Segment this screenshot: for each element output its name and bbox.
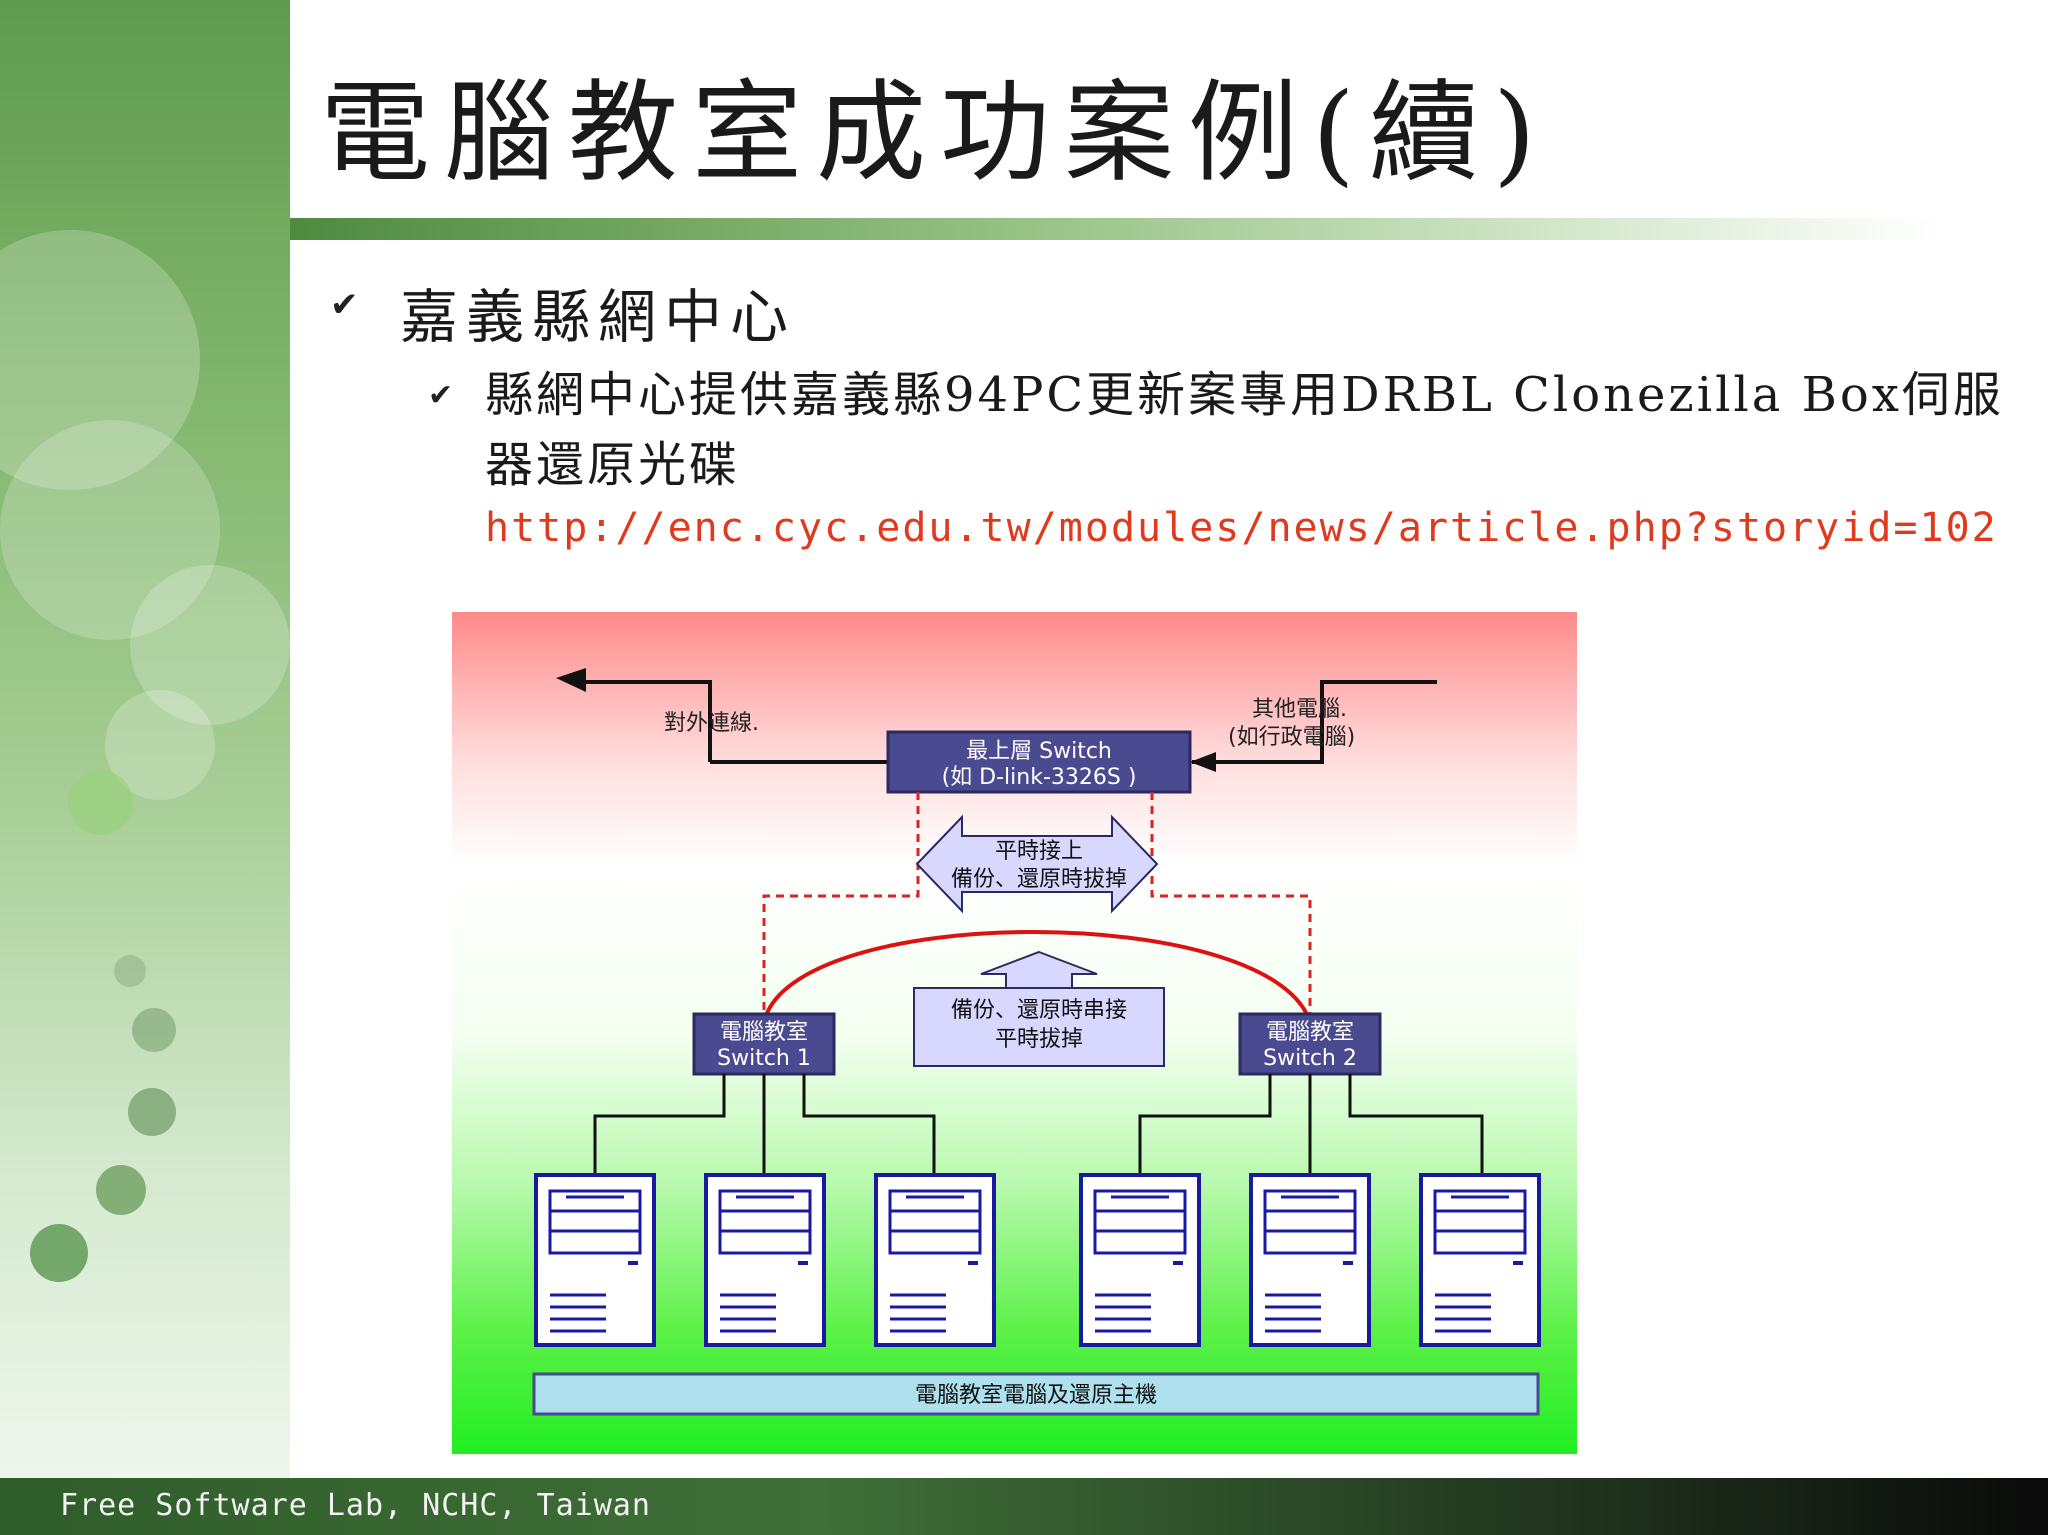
bottom-bar-label: 電腦教室電腦及還原主機 (915, 1383, 1157, 1408)
outside-link-line (582, 680, 712, 762)
switch1-label: Switch 1 (717, 1046, 811, 1071)
pc-icon (704, 1173, 826, 1347)
pc-icon (1419, 1173, 1541, 1347)
decor-bubble (132, 1008, 176, 1052)
pc-icon (1249, 1173, 1371, 1347)
decor-bubble (68, 770, 133, 835)
wire (593, 1074, 726, 1174)
series-link-arc (762, 930, 1312, 1023)
sidebar-decoration (0, 0, 290, 1478)
check-icon: ✔ (428, 378, 454, 413)
decor-bubble (128, 1088, 176, 1136)
top-switch-box (886, 730, 1192, 794)
decor-bubble (30, 1224, 88, 1282)
dotted-link-left (762, 792, 920, 1032)
up-arrow (980, 950, 1098, 989)
decor-bubble (96, 1165, 146, 1215)
up-arrow-label: 備份、還原時串接 (951, 998, 1127, 1023)
check-icon: ✔ (330, 285, 359, 325)
bottom-bar (532, 1372, 1540, 1416)
network-diagram-svg: 對外連線. 其他電腦. (如行政電腦) 最上層 Switch (如 D-link… (532, 668, 1541, 1416)
pc-icon (874, 1173, 996, 1347)
outside-arrow-head (556, 668, 586, 692)
decor-bubble (0, 420, 220, 640)
bullet-level1: 嘉義縣網中心 (400, 283, 797, 351)
reference-link[interactable]: http://enc.cyc.edu.tw/modules/news/artic… (485, 505, 1998, 551)
double-arrow (915, 814, 1159, 914)
decor-bubble (130, 565, 290, 725)
bullet-level2: 縣網中心提供嘉義縣94PC更新案專用DRBL Clonezilla Box伺服器… (485, 367, 2004, 493)
other-pc-arrow-head (1190, 752, 1216, 772)
dotted-link-right (1150, 792, 1312, 1032)
decor-bubble (114, 955, 146, 987)
other-pc-label: (如行政電腦) (1228, 725, 1355, 750)
outside-label: 對外連線. (664, 711, 759, 736)
network-diagram: 對外連線. 其他電腦. (如行政電腦) 最上層 Switch (如 D-link… (452, 612, 1577, 1454)
other-pc-line (1192, 680, 1437, 764)
wire (802, 1074, 936, 1174)
footer-text: Free Software Lab, NCHC, Taiwan (60, 1488, 651, 1523)
title-underline (290, 218, 1940, 240)
switch2-label: Switch 2 (1263, 1046, 1357, 1071)
switch1-box (692, 1012, 836, 1076)
wire (1138, 1074, 1272, 1174)
up-arrow-box (913, 987, 1165, 1067)
switch2-box (1238, 1012, 1382, 1076)
top-switch-label: 最上層 Switch (966, 739, 1112, 764)
decor-bubble (0, 230, 200, 490)
footer-bar: Free Software Lab, NCHC, Taiwan (0, 1478, 2048, 1535)
top-switch-label: (如 D-link-3326S ) (942, 765, 1137, 790)
wire (1348, 1074, 1484, 1174)
pc-icon (534, 1173, 656, 1347)
other-pc-label: 其他電腦. (1252, 697, 1347, 722)
switch1-label: 電腦教室 (720, 1020, 808, 1045)
double-arrow-label: 備份、還原時拔掉 (951, 867, 1127, 892)
slide-title: 電腦教室成功案例(續) (320, 69, 1550, 197)
pc-icon (1079, 1173, 1201, 1347)
double-arrow-label: 平時接上 (995, 839, 1083, 864)
up-arrow-label: 平時拔掉 (995, 1027, 1083, 1052)
switch2-label: 電腦教室 (1266, 1020, 1354, 1045)
